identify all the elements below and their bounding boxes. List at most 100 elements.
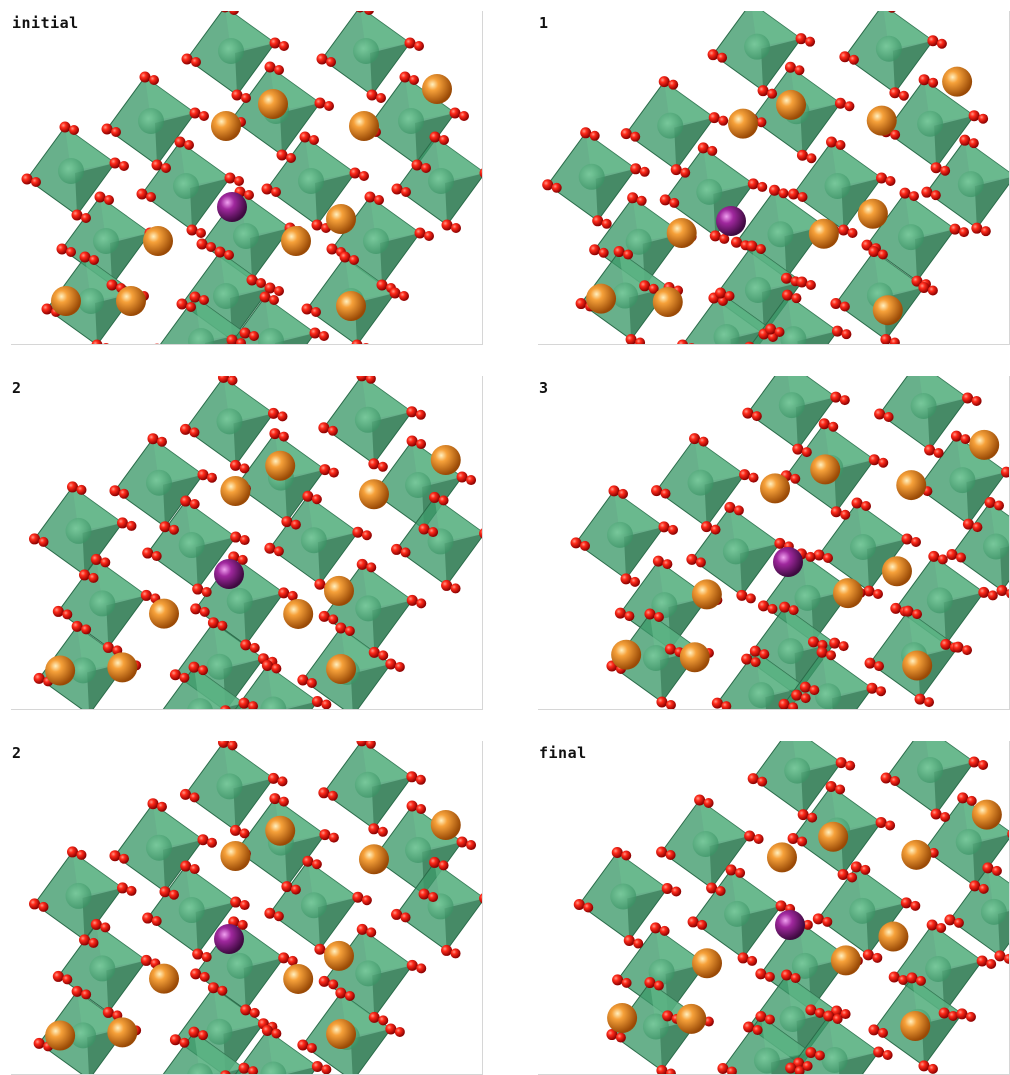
oxygen-atom (659, 925, 670, 936)
oxygen-atom (781, 969, 793, 981)
dopant-atom (716, 206, 746, 236)
oxygen-atom (306, 677, 317, 688)
oxygen-atom (885, 175, 896, 186)
oxygen-atom (309, 327, 321, 339)
oxygen-atom (261, 183, 273, 195)
oxygen-atom (239, 535, 250, 546)
cation-atom (900, 1011, 931, 1042)
oxygen-atom (376, 279, 388, 291)
oxygen-atom (414, 227, 426, 239)
oxygen-atom (656, 846, 668, 858)
oxygen-atom (349, 255, 359, 265)
oxygen-atom (278, 952, 290, 964)
oxygen-atom (949, 223, 961, 235)
oxygen-atom (978, 113, 989, 124)
oxygen-atom (927, 35, 939, 47)
oxygen-atom (429, 491, 441, 503)
oxygen-atom (179, 423, 191, 435)
oxygen-atom (256, 278, 266, 288)
oxygen-atom (861, 500, 872, 511)
octahedron (146, 500, 237, 590)
oxygen-atom (724, 290, 735, 301)
octahedron (926, 139, 1010, 229)
oxygen-atom (930, 162, 942, 174)
octahedron (159, 296, 246, 345)
oxygen-atom (217, 741, 229, 748)
oxygen-atom (823, 552, 834, 563)
oxygen-atom (41, 303, 53, 315)
oxygen-atom (361, 530, 372, 541)
oxygen-atom (868, 1024, 880, 1036)
oxygen-atom (238, 697, 250, 709)
oxygen-atom (274, 286, 284, 296)
oxygen-atom (174, 136, 186, 148)
oxygen-atom (456, 471, 468, 483)
oxygen-atom (876, 686, 887, 697)
oxygen-atom (615, 1032, 626, 1043)
oxygen-atom (102, 1006, 114, 1018)
oxygen-atom (706, 882, 718, 894)
oxygen-atom (741, 653, 753, 665)
cation-atom (866, 105, 897, 136)
oxygen-atom (71, 620, 83, 632)
oxygen-atom (456, 836, 468, 848)
oxygen-atom (28, 533, 40, 545)
oxygen-atom (328, 979, 339, 990)
oxygen-atom (297, 674, 309, 686)
atoms-layer (570, 391, 1010, 710)
oxygen-atom (680, 167, 691, 178)
oxygen-atom (664, 643, 676, 655)
oxygen-atom (695, 557, 706, 568)
octahedron (106, 76, 196, 166)
atoms-layer (28, 376, 483, 710)
cation-atom (810, 454, 841, 485)
oxygen-atom (28, 898, 40, 910)
oxygen-atom (181, 53, 193, 65)
oxygen-atom (356, 741, 368, 747)
cation-atom (808, 218, 839, 249)
crystal-structure (570, 376, 1010, 710)
oxygen-atom (613, 246, 625, 258)
oxygen-atom (189, 427, 200, 438)
cation-atom (901, 839, 932, 870)
oxygen-atom (356, 376, 368, 382)
octahedron (949, 867, 1010, 957)
oxygen-atom (439, 135, 449, 145)
oxygen-atom (966, 795, 977, 806)
oxygen-atom (421, 163, 431, 173)
oxygen-atom (197, 469, 209, 481)
oxygen-atom (697, 142, 709, 154)
oxygen-atom (321, 1064, 332, 1075)
atoms-layer (21, 11, 483, 345)
oxygen-atom (847, 227, 858, 238)
cation-atom (611, 639, 642, 670)
oxygen-atom (377, 461, 388, 472)
oxygen-atom (790, 473, 801, 484)
oxygen-atom (318, 975, 330, 987)
oxygen-atom (62, 974, 73, 985)
oxygen-atom (168, 889, 179, 900)
cation-atom (766, 842, 797, 873)
oxygen-atom (66, 247, 76, 257)
oxygen-atom (180, 860, 192, 872)
oxygen-atom (69, 125, 79, 135)
oxygen-atom (656, 696, 668, 708)
oxygen-atom (429, 856, 441, 868)
oxygen-atom (281, 516, 293, 528)
cation-atom (430, 444, 461, 475)
octahedron (616, 927, 707, 1017)
octahedron (885, 79, 975, 169)
oxygen-atom (269, 37, 281, 49)
oxygen-atom (278, 796, 289, 807)
cation-atom (430, 809, 461, 840)
oxygen-atom (319, 464, 331, 476)
oxygen-atom (847, 872, 858, 883)
oxygen-atom (151, 916, 162, 927)
oxygen-atom (707, 145, 718, 156)
oxygen-atom (198, 1030, 209, 1041)
oxygen-atom (236, 338, 246, 345)
oxygen-atom (583, 902, 594, 913)
oxygen-atom (787, 832, 799, 844)
oxygen-atom (698, 436, 709, 447)
oxygen-atom (368, 823, 380, 835)
